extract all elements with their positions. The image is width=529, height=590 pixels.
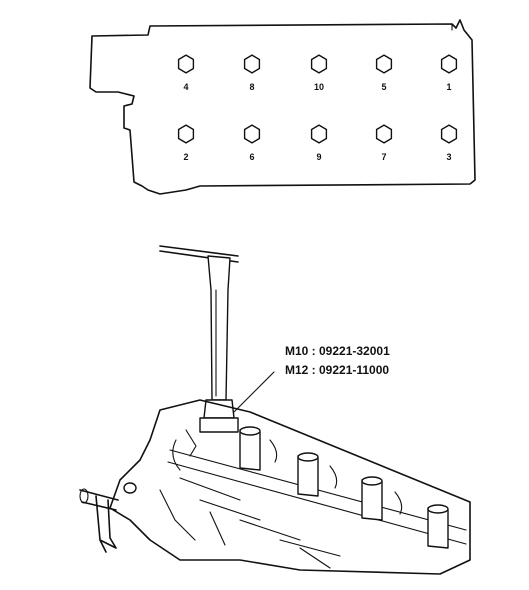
engine-head-illustration (79, 245, 471, 575)
head-post (239, 429, 261, 471)
bolt-hex-icon (375, 124, 393, 144)
bolt-sequence-label: 3 (446, 152, 451, 162)
head-post-cap (361, 476, 383, 486)
bolt-sequence-label: 10 (314, 82, 324, 92)
cylinder-head-outline (89, 19, 476, 195)
outline-inner-step (91, 23, 453, 43)
coolant-pipe (79, 489, 119, 553)
bolt-hex-icon (310, 124, 328, 144)
coolant-pipe-end (79, 488, 89, 504)
head-post-cap (297, 452, 319, 462)
callout-leader (233, 371, 275, 413)
tool-spec-m10: M10 : 09221-32001 (285, 344, 390, 358)
head-post-cap (239, 426, 261, 436)
bolt-hex-icon (440, 124, 458, 144)
wrench-extension (207, 255, 231, 401)
bolt-hex-icon (440, 54, 458, 74)
bolt-sequence-label: 4 (183, 82, 188, 92)
bolt-sequence-label: 6 (249, 152, 254, 162)
bolt-hex-icon (310, 54, 328, 74)
cylinder-head-outline-group (89, 19, 476, 195)
bolt-pattern: 4 8 10 5 1 2 6 9 7 3 (177, 54, 458, 162)
bolt-sequence-label: 9 (316, 152, 321, 162)
bolt-hex-icon (243, 124, 261, 144)
cam-cover-details (172, 429, 403, 515)
bolt-hex-icon (177, 124, 195, 144)
bolt-sequence-label: 5 (381, 82, 386, 92)
bolt-sequence-label: 2 (183, 152, 188, 162)
bolt-hex-icon (177, 54, 195, 74)
head-block-body (109, 399, 471, 575)
bolt-sequence-label: 8 (249, 82, 254, 92)
bolt-hex-icon (375, 54, 393, 74)
head-posts (239, 426, 449, 549)
pipe-bolt (123, 482, 137, 494)
bolt-sequence-label: 7 (381, 152, 386, 162)
bolt-sequence-label: 1 (446, 82, 451, 92)
head-post (361, 479, 383, 521)
bolt-hex-icon (243, 54, 261, 74)
head-post-cap (427, 504, 449, 514)
tool-spec-m12: M12 : 09221-11000 (285, 363, 389, 377)
head-block-detail-lines (159, 477, 341, 569)
head-post (427, 507, 449, 549)
head-post (297, 455, 319, 497)
wrench-socket-base (199, 417, 239, 433)
